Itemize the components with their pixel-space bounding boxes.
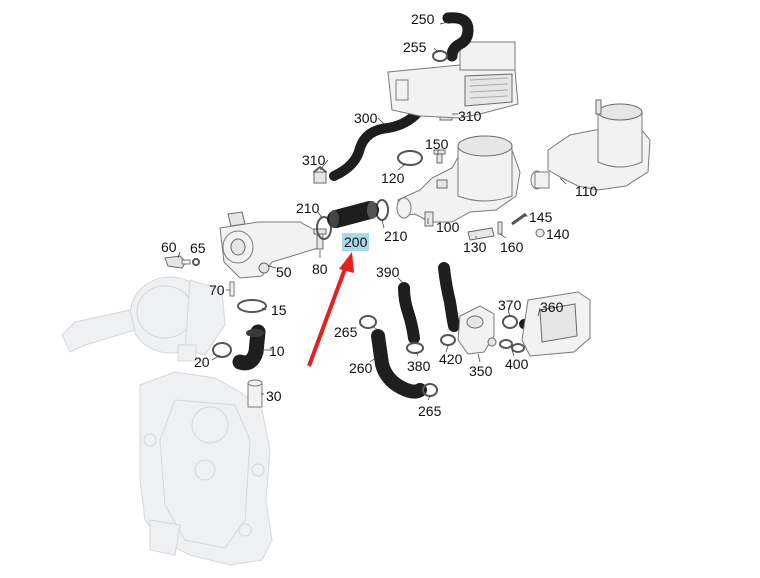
label-80[interactable]: 80 [312, 261, 328, 277]
label-350[interactable]: 350 [469, 363, 493, 379]
egr-cooler [387, 41, 519, 119]
leader-lines [177, 21, 567, 401]
part-65-seal[interactable] [192, 258, 200, 266]
part-250-hose[interactable] [442, 12, 474, 62]
part-265-clamp-upper[interactable] [359, 315, 377, 329]
label-110[interactable]: 110 [575, 183, 598, 199]
label-210-left[interactable]: 210 [296, 200, 320, 216]
part-60-sensor[interactable] [164, 255, 191, 269]
part-70-gasket[interactable] [229, 281, 235, 297]
part-390-hose[interactable] [398, 282, 420, 344]
label-310-upper[interactable]: 310 [458, 108, 482, 124]
label-50[interactable]: 50 [276, 264, 292, 280]
label-210-right[interactable]: 210 [384, 228, 408, 244]
engine-block-ghost [139, 371, 273, 566]
part-255-clamp[interactable] [432, 50, 448, 62]
part-130-bracket[interactable] [467, 227, 495, 241]
label-420[interactable]: 420 [439, 351, 463, 367]
label-360[interactable]: 360 [540, 299, 564, 315]
part-100-coolant-housing[interactable] [396, 135, 521, 227]
part-110-coolant-housing[interactable] [530, 99, 651, 191]
part-140-plug[interactable] [535, 228, 545, 238]
label-200-highlighted[interactable]: 200 [342, 233, 370, 251]
part-15-clamp[interactable] [237, 299, 267, 313]
part-160-bolt[interactable] [497, 221, 503, 235]
part-50-thermostat-housing[interactable] [219, 211, 319, 279]
label-60[interactable]: 60 [161, 239, 177, 255]
label-150[interactable]: 150 [425, 136, 449, 152]
label-130[interactable]: 130 [463, 239, 487, 255]
label-120[interactable]: 120 [381, 170, 405, 186]
part-420-clamp[interactable] [440, 334, 456, 346]
oil-cooler [521, 291, 591, 357]
part-310-clamp-lower[interactable] [313, 166, 327, 184]
part-10-elbow-hose[interactable] [232, 324, 266, 371]
label-400[interactable]: 400 [505, 356, 529, 372]
part-20-clamp[interactable] [212, 342, 232, 358]
part-145-bolt[interactable] [511, 212, 527, 226]
label-380[interactable]: 380 [407, 358, 431, 374]
label-160[interactable]: 160 [500, 239, 524, 255]
highlight-arrow [307, 252, 354, 367]
part-80-bolt[interactable] [313, 228, 327, 250]
label-145[interactable]: 145 [529, 209, 553, 225]
label-250[interactable]: 250 [411, 11, 435, 27]
part-150-bolt[interactable] [433, 149, 446, 164]
label-260[interactable]: 260 [349, 360, 373, 376]
part-400-clamp[interactable] [499, 339, 525, 353]
label-265-upper[interactable]: 265 [334, 324, 358, 340]
label-370[interactable]: 370 [498, 297, 522, 313]
label-30[interactable]: 30 [266, 388, 282, 404]
part-210-clamp-left[interactable] [316, 216, 332, 240]
label-265-lower[interactable]: 265 [418, 403, 442, 419]
part-120-clamp[interactable] [397, 150, 423, 166]
hose-center [438, 262, 460, 332]
part-30-sleeve[interactable] [247, 379, 263, 408]
label-140[interactable]: 140 [546, 226, 570, 242]
label-300[interactable]: 300 [354, 110, 378, 126]
label-65[interactable]: 65 [190, 240, 206, 256]
label-310-lower[interactable]: 310 [302, 152, 326, 168]
part-200-hose[interactable] [327, 201, 379, 228]
label-70[interactable]: 70 [209, 282, 225, 298]
part-260-hose[interactable] [371, 329, 427, 399]
label-20[interactable]: 20 [194, 354, 210, 370]
label-390[interactable]: 390 [376, 264, 400, 280]
label-100[interactable]: 100 [436, 219, 460, 235]
part-380-clamp[interactable] [406, 342, 424, 354]
label-255[interactable]: 255 [403, 39, 427, 55]
part-350-valve[interactable] [457, 305, 497, 355]
part-370-clamp[interactable] [502, 315, 518, 329]
label-15[interactable]: 15 [271, 302, 287, 318]
label-10[interactable]: 10 [269, 343, 285, 359]
water-pump-ghost [61, 276, 226, 362]
